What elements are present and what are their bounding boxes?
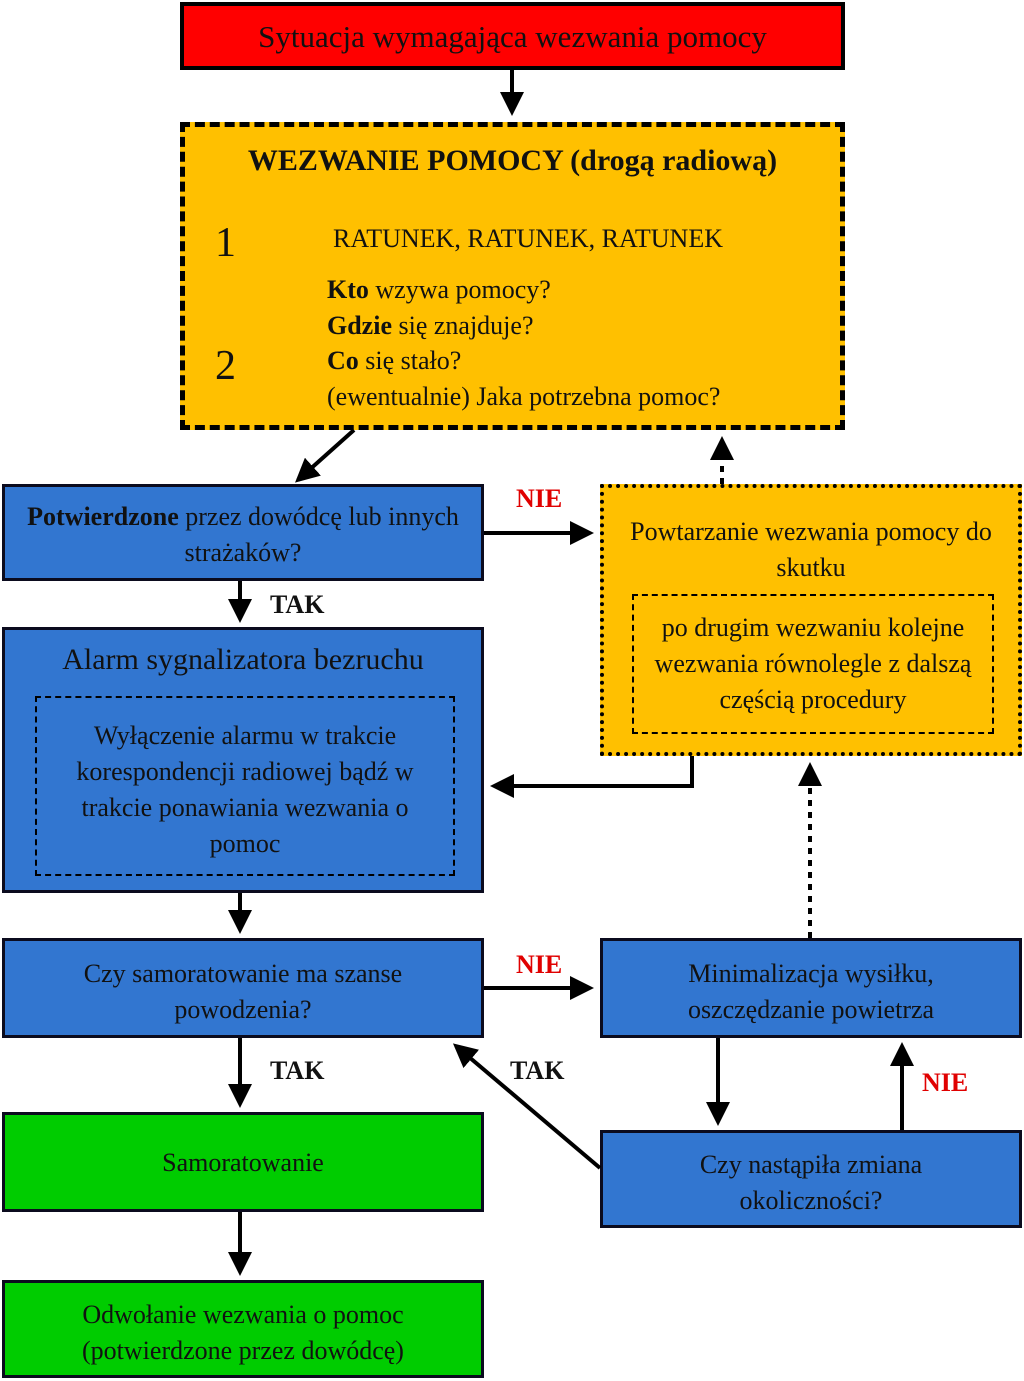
- repeat-inner-box: po drugim wezwaniu kolejne wezwania równ…: [632, 594, 994, 734]
- no-label-self-rescue: NIE: [516, 950, 563, 979]
- arrow-call-to-confirmed: [295, 428, 356, 483]
- call-for-help-box: WEZWANIE POMOCY (drogą radiową) 1 RATUNE…: [180, 122, 845, 430]
- arrow-circumstances-yes: [452, 1043, 602, 1170]
- call-title: WEZWANIE POMOCY (drogą radiową): [247, 144, 778, 177]
- alarm-inner-box: Wyłączenie alarmu w trakcie korespondenc…: [35, 696, 455, 876]
- repeat-call-box: Powtarzanie wezwania pomocy do skutku po…: [600, 484, 1022, 756]
- step-1-number: 1: [215, 220, 236, 266]
- repeat-text: Powtarzanie wezwania pomocy do skutku: [630, 517, 992, 582]
- confirmed-text: Potwierdzone przez dowódcę lub innych st…: [27, 502, 459, 567]
- question-where: Gdzie się znajduje?: [327, 311, 534, 340]
- confirmed-decision-box: Potwierdzone przez dowódcę lub innych st…: [2, 484, 484, 581]
- circumstances-text: Czy nastąpiła zmiana okoliczności?: [699, 1150, 923, 1215]
- circumstances-decision-box: Czy nastąpiła zmiana okoliczności?: [600, 1130, 1022, 1228]
- step-1-text: RATUNEK, RATUNEK, RATUNEK: [333, 224, 723, 253]
- alarm-title: Alarm sygnalizatora bezruchu: [62, 643, 424, 676]
- start-box: Sytuacja wymagająca wezwania pomocy: [180, 2, 845, 70]
- self-rescue-box: Samoratowanie: [2, 1112, 484, 1212]
- cancel-text: Odwołanie wezwania o pomoc (potwierdzone…: [82, 1300, 404, 1365]
- cancel-call-box: Odwołanie wezwania o pomoc (potwierdzone…: [2, 1280, 484, 1378]
- step-2-number: 2: [215, 343, 236, 389]
- no-label-confirmed: NIE: [516, 484, 563, 513]
- yes-label-confirmed: TAK: [270, 590, 325, 619]
- minimize-effort-box: Minimalizacja wysiłku, oszczędzanie powi…: [600, 938, 1022, 1038]
- no-label-circumstances: NIE: [922, 1068, 969, 1097]
- motionless-alarm-box: Alarm sygnalizatora bezruchu Wyłączenie …: [2, 627, 484, 893]
- yes-label-circumstances: TAK: [510, 1056, 565, 1085]
- question-who: Kto wzywa pomocy?: [327, 275, 551, 304]
- minimize-text: Minimalizacja wysiłku, oszczędzanie powi…: [687, 959, 935, 1024]
- repeat-inner-text: po drugim wezwaniu kolejne wezwania równ…: [654, 613, 972, 714]
- alarm-inner-text: Wyłączenie alarmu w trakcie korespondenc…: [76, 721, 414, 858]
- self-rescue-decision-box: Czy samoratowanie ma szanse powodzenia?: [2, 938, 484, 1038]
- yes-label-self-rescue: TAK: [270, 1056, 325, 1085]
- self-rescue-question-text: Czy samoratowanie ma szanse powodzenia?: [83, 959, 403, 1024]
- question-what: Co się stało?: [327, 346, 462, 375]
- question-help-needed: (ewentualnie) Jaka potrzebna pomoc?: [327, 382, 721, 411]
- start-text: Sytuacja wymagająca wezwania pomocy: [258, 19, 767, 54]
- arrow-repeat-to-alarm: [490, 756, 694, 798]
- self-rescue-text: Samoratowanie: [162, 1148, 324, 1177]
